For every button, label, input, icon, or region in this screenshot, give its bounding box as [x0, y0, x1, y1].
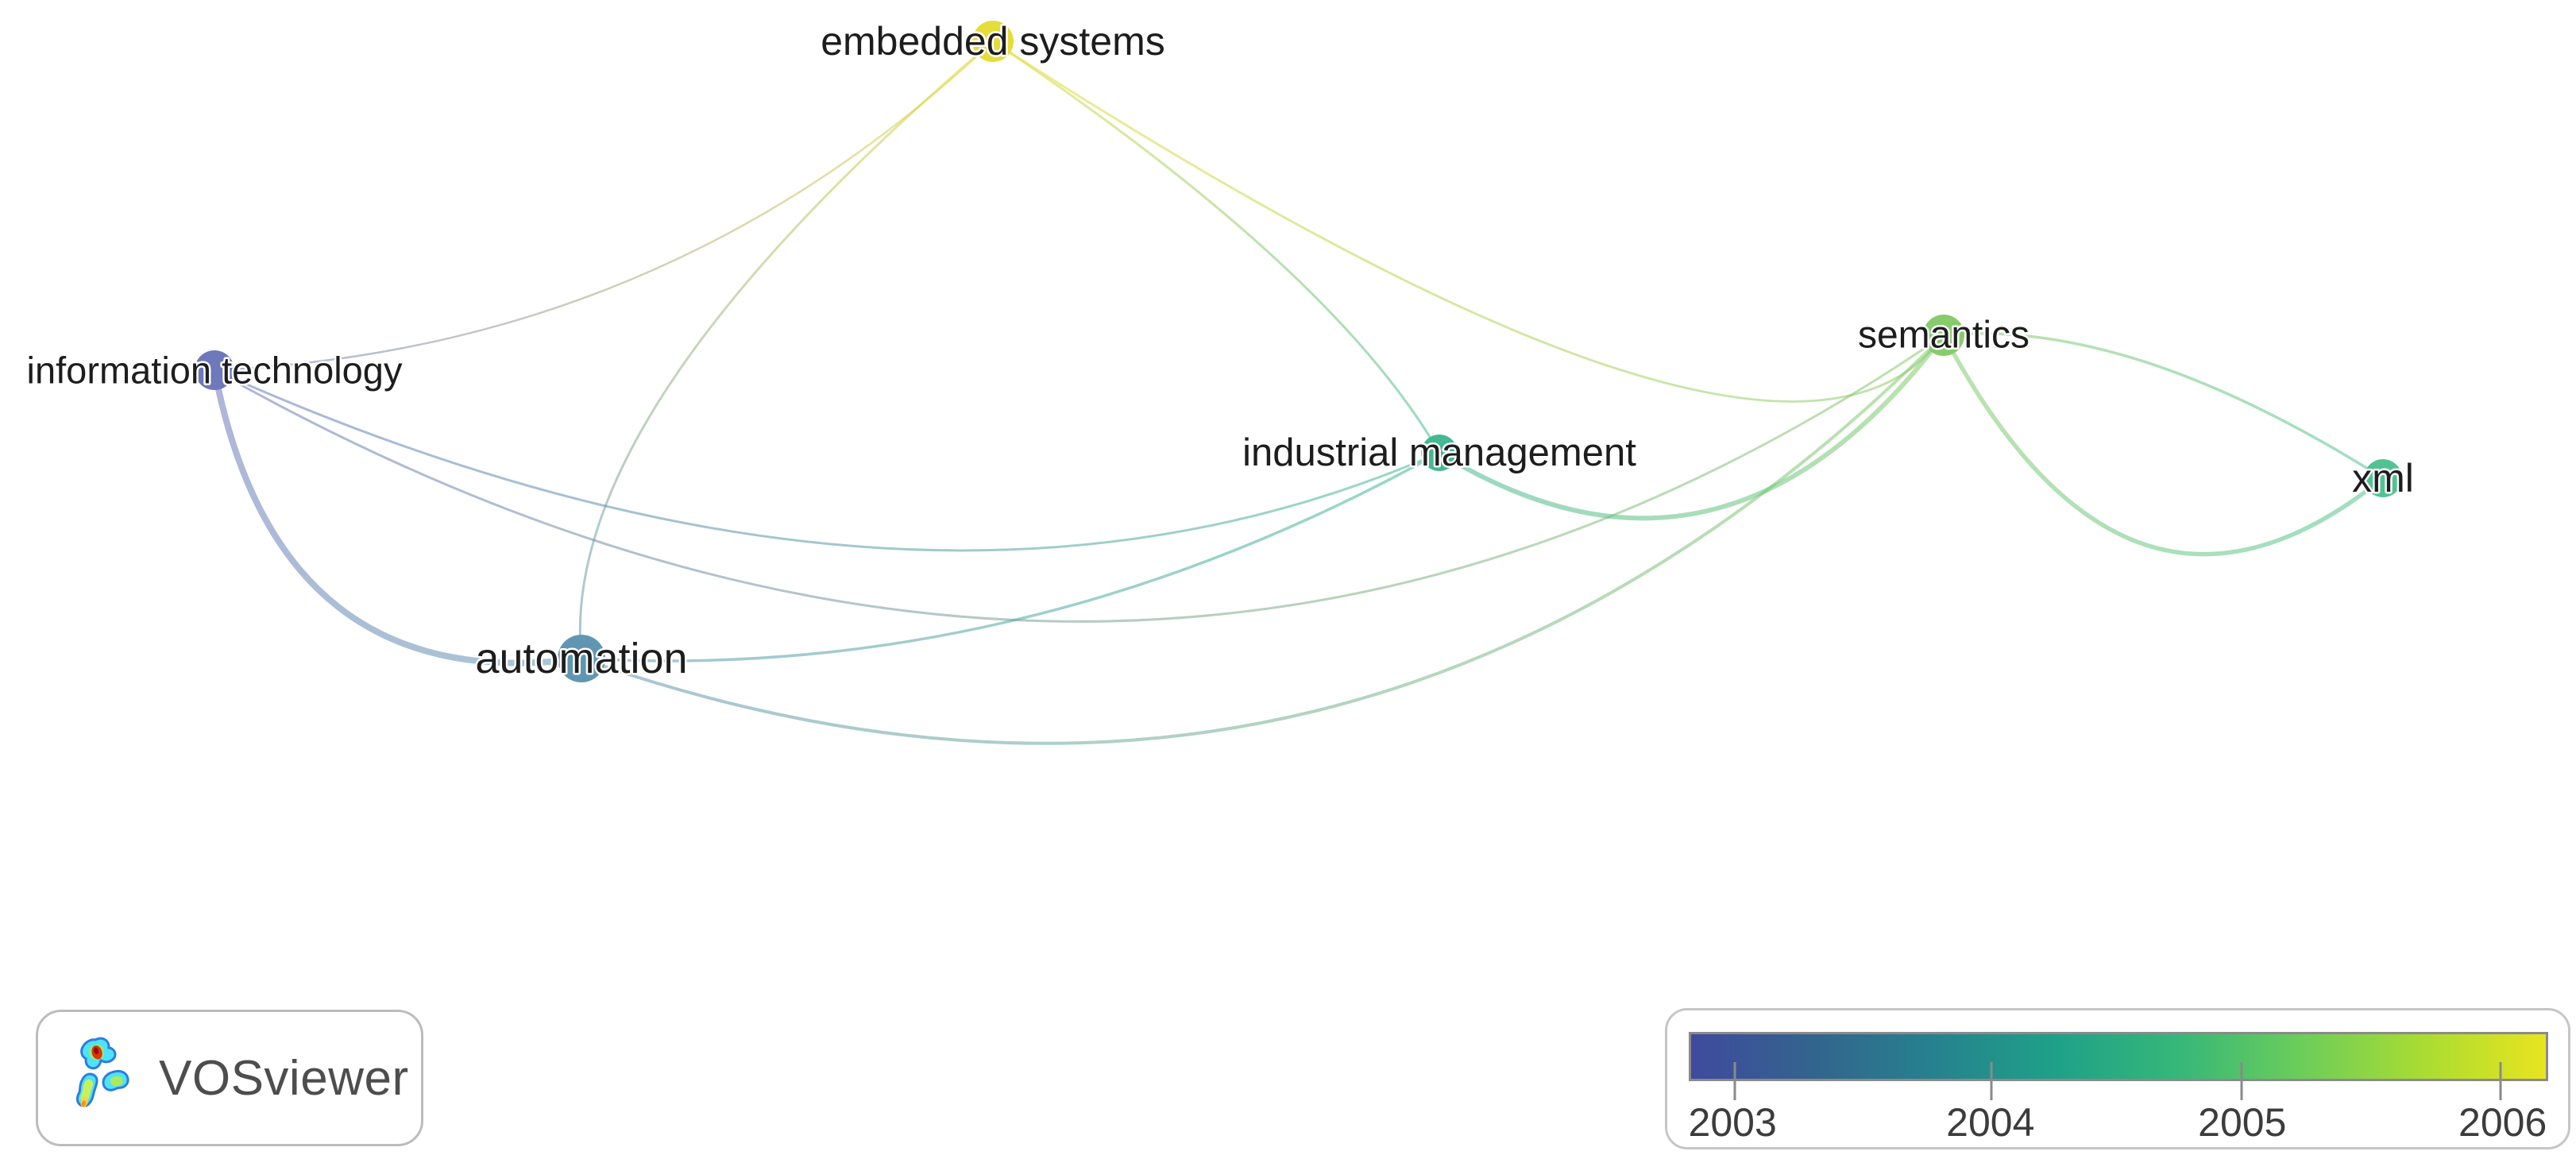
edge-embedded-systems--information-technology — [213, 40, 994, 372]
year-color-legend: 2003 2004 2005 2006 — [1665, 1008, 2570, 1149]
edge-semantics--xml — [1942, 332, 2385, 480]
node-embedded-systems[interactable] — [972, 21, 1014, 62]
edge-semantics--xml — [1941, 333, 2385, 557]
node-label-industrial-management[interactable]: industrial management — [1241, 430, 1639, 477]
edges-layer — [211, 40, 2385, 745]
node-label-automation[interactable]: automation — [473, 633, 689, 685]
node-label-embedded-systems[interactable]: embedded systems — [819, 17, 1168, 66]
legend-tick-2003 — [1733, 1062, 1736, 1100]
node-industrial-management[interactable] — [1421, 435, 1458, 471]
legend-tick-2006 — [2499, 1062, 2502, 1100]
legend-gradient-bar — [1689, 1032, 2548, 1100]
node-label-xml[interactable]: xml — [2350, 454, 2416, 503]
legend-year-label-2006: 2006 — [2458, 1100, 2547, 1145]
edge-information-technology--automation — [211, 367, 585, 666]
node-information-technology[interactable] — [195, 350, 234, 390]
nodes-layer — [195, 21, 2402, 682]
legend-tick-2004 — [1990, 1062, 1993, 1100]
vosviewer-logo-box: VOSviewer — [36, 1010, 423, 1146]
node-semantics[interactable] — [1923, 315, 1964, 356]
node-xml[interactable] — [2364, 459, 2402, 497]
legend-year-label-2004: 2004 — [1946, 1100, 2035, 1145]
edge-information-technology--industrial-management — [213, 369, 1441, 552]
node-automation[interactable] — [558, 635, 605, 682]
legend-year-label-2005: 2005 — [2198, 1100, 2287, 1145]
node-label-information-technology[interactable]: information technology — [25, 347, 404, 393]
legend-tick-2005 — [2240, 1062, 2243, 1100]
labels-layer: embedded systems information technology au… — [25, 17, 2416, 685]
edge-embedded-systems--semantics — [991, 40, 1945, 403]
edge-embedded-systems--automation — [578, 40, 994, 660]
vosviewer-logo-text: VOSviewer — [159, 1050, 409, 1106]
legend-year-label-2003: 2003 — [1688, 1100, 1777, 1145]
edge-embedded-systems--industrial-management — [991, 40, 1441, 454]
node-label-semantics[interactable]: semantics — [1856, 312, 2031, 358]
edge-industrial-management--semantics — [1437, 333, 1946, 521]
edge-information-technology--semantics — [213, 334, 1945, 623]
vosviewer-heatmap-icon — [75, 1037, 129, 1107]
edge-automation--industrial-management — [580, 451, 1441, 663]
